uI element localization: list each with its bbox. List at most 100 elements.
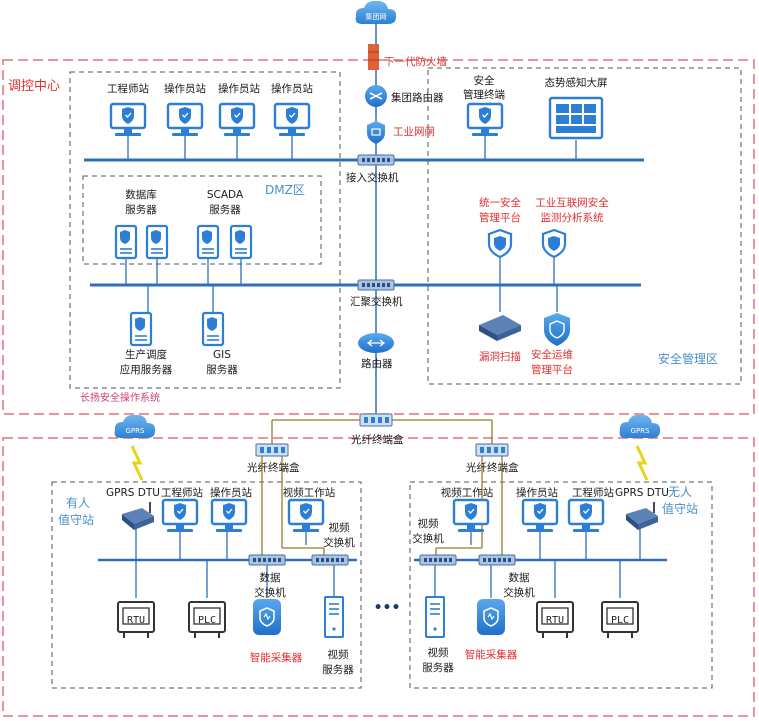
right-video-switch-label-1: 视频 xyxy=(418,517,439,530)
right-operator-label: 操作员站 xyxy=(516,486,558,499)
left-gprs-dtu-icon xyxy=(121,501,155,531)
scada-server-icon-2 xyxy=(229,224,253,260)
right-data-switch xyxy=(478,554,516,566)
operator-workstation-icon-2 xyxy=(218,102,256,138)
prod-server-label-2: 应用服务器 xyxy=(120,363,173,376)
manned-station-label-2: 值守站 xyxy=(58,512,94,527)
prod-server-label-1: 生产调度 xyxy=(125,348,167,361)
operator-workstation-icon-1 xyxy=(166,102,204,138)
group-router xyxy=(365,85,387,107)
ops-platform-label-2: 管理平台 xyxy=(531,363,573,376)
db-server-icon-2 xyxy=(145,224,169,260)
workstation-label-3: 操作员站 xyxy=(218,82,260,95)
left-video-server-label-2: 服务器 xyxy=(322,663,354,676)
iiot-system-label-1: 工业互联网安全 xyxy=(535,196,609,209)
security-terminal-label-2: 管理终端 xyxy=(463,88,505,101)
right-engineer-label: 工程师站 xyxy=(572,486,614,499)
manned-station-zone xyxy=(51,481,362,689)
core-router-label: 路由器 xyxy=(361,357,393,370)
vulnerability-scanner-icon xyxy=(479,315,521,341)
left-video-switch-label-1: 视频 xyxy=(329,521,350,534)
system-name-label: 长扬安全操作系统 xyxy=(80,391,160,404)
right-video-server-icon xyxy=(425,596,445,638)
lower-stations-zone xyxy=(2,437,755,717)
aggregation-switch xyxy=(357,279,395,291)
right-gprs-dtu-label: GPRS DTU xyxy=(615,487,669,499)
right-data-switch-label-1: 数据 xyxy=(509,571,530,584)
left-video-ws-icon xyxy=(287,498,325,534)
right-video-switch xyxy=(419,554,457,566)
iiot-system-label-2: 监测分析系统 xyxy=(541,211,604,224)
scada-server-icon-1 xyxy=(196,224,220,260)
right-data-switch-label-2: 交换机 xyxy=(503,586,535,599)
right-video-server-label-1: 视频 xyxy=(428,646,449,659)
right-fiber-box-label: 光纤终端盒 xyxy=(466,461,519,474)
left-data-switch xyxy=(248,554,286,566)
right-video-ws-label: 视频工作站 xyxy=(441,486,494,499)
workstation-label-4: 操作员站 xyxy=(271,82,313,95)
left-engineer-icon xyxy=(161,498,199,534)
unmanned-station-label-2: 值守站 xyxy=(662,501,698,516)
left-video-server-label-1: 视频 xyxy=(328,648,349,661)
left-collector-label: 智能采集器 xyxy=(250,651,303,664)
aggregation-switch-label: 汇聚交换机 xyxy=(350,295,403,308)
control-center-label: 调控中心 xyxy=(8,79,60,94)
right-gprs-dtu-icon xyxy=(625,501,659,531)
main-fiber-box xyxy=(359,413,393,427)
ops-platform-icon xyxy=(544,313,570,346)
dmz-zone xyxy=(82,175,322,265)
left-fiber-box xyxy=(255,443,289,457)
unmanned-station-label-1: 无人 xyxy=(668,485,692,499)
group-network-cloud: 集团网 xyxy=(355,0,397,24)
right-collector-icon xyxy=(476,598,506,636)
dmz-label: DMZ区 xyxy=(265,183,305,197)
big-screen-icon xyxy=(548,96,604,140)
right-collector-label: 智能采集器 xyxy=(465,648,518,661)
industrial-gateway xyxy=(367,121,385,144)
manned-station-label-1: 有人 xyxy=(66,496,90,510)
workstation-label-2: 操作员站 xyxy=(164,82,206,95)
left-operator-icon xyxy=(210,498,248,534)
workstation-label-1: 工程师站 xyxy=(107,82,149,95)
left-plc-label: PLC xyxy=(198,615,216,626)
right-video-server-label-2: 服务器 xyxy=(422,661,454,674)
big-screen-label: 态势感知大屏 xyxy=(545,76,608,89)
access-switch xyxy=(357,154,395,166)
next-gen-firewall xyxy=(368,44,379,70)
operator-workstation-icon-3 xyxy=(273,102,311,138)
right-video-switch-label-2: 交换机 xyxy=(412,532,444,545)
left-video-switch xyxy=(311,554,349,566)
group-router-label: 集团路由器 xyxy=(391,91,444,104)
right-video-ws-icon xyxy=(452,498,490,534)
right-operator-icon xyxy=(521,498,559,534)
left-gprs-cloud: GPRS xyxy=(114,414,156,438)
unmanned-station-zone xyxy=(409,481,713,689)
right-engineer-icon xyxy=(567,498,605,534)
access-switch-label: 接入交换机 xyxy=(346,171,399,184)
left-rtu-label: RTU xyxy=(127,615,145,626)
db-server-icon-1 xyxy=(114,224,138,260)
iiot-system-icon xyxy=(541,228,567,259)
security-terminal-icon xyxy=(466,102,504,138)
unified-platform-icon xyxy=(487,228,513,259)
more-stations-ellipsis: ••• xyxy=(374,600,401,616)
gis-server-label-1: GIS xyxy=(213,349,231,361)
unified-platform-label-1: 统一安全 xyxy=(479,196,521,209)
fiber-links xyxy=(261,419,503,555)
right-gprs-cloud: GPRS xyxy=(619,414,661,438)
gis-server-icon xyxy=(201,311,225,347)
left-video-server-icon xyxy=(324,596,344,638)
production-server-icon xyxy=(129,311,153,347)
unified-platform-label-2: 管理平台 xyxy=(479,211,521,224)
right-rtu-label: RTU xyxy=(546,615,564,626)
right-lightning-icon xyxy=(635,445,649,481)
db-server-label-1: 数据库 xyxy=(125,188,157,201)
engineer-workstation-icon xyxy=(109,102,147,138)
security-management-zone xyxy=(427,67,742,385)
gis-server-label-2: 服务器 xyxy=(206,363,238,376)
vuln-scan-label: 漏洞扫描 xyxy=(479,350,521,363)
left-data-switch-label-1: 数据 xyxy=(260,571,281,584)
left-fiber-box-label: 光纤终端盒 xyxy=(247,461,300,474)
right-fiber-box xyxy=(475,443,509,457)
